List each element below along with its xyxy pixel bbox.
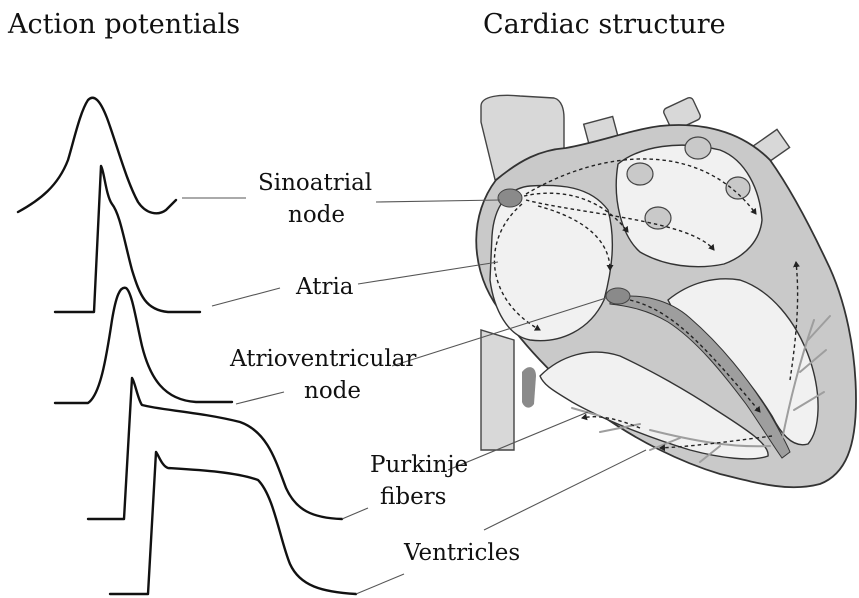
vessel-opening-4 [645, 207, 671, 229]
heart-structure [476, 95, 856, 487]
inferior-vena-cava [481, 330, 514, 450]
vessel-opening-1 [685, 137, 711, 159]
title-cardiac-structure: Cardiac structure [483, 9, 726, 40]
label-ventricles: Ventricles [403, 540, 520, 566]
label-atrioventricular-node: node [304, 378, 361, 404]
title-action-potentials: Action potentials [7, 9, 240, 40]
label-sinoatrial-node: node [288, 202, 345, 228]
vessel-opening-3 [726, 177, 750, 199]
sinoatrial-node [498, 189, 522, 207]
vessel-opening-2 [627, 163, 653, 185]
trace-sinoatrial-node [18, 98, 176, 214]
label-atrioventricular: Atrioventricular [229, 346, 416, 372]
label-atria: Atria [295, 274, 354, 300]
label-purkinje-fibers: fibers [380, 484, 446, 510]
papillary-muscle [522, 367, 536, 408]
atrioventricular-node [606, 288, 630, 304]
label-purkinje: Purkinje [370, 452, 468, 478]
trace-atrioventricular-node [55, 288, 232, 403]
trace-ventricles [110, 452, 356, 594]
label-sinoatrial: Sinoatrial [258, 170, 372, 196]
